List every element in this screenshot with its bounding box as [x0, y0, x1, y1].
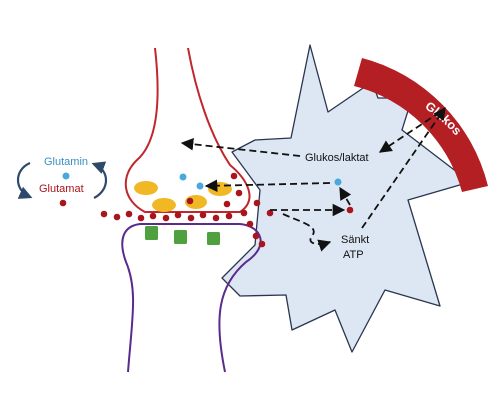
glutamate-dot: [252, 232, 260, 240]
glutamate-dot: [225, 212, 233, 220]
arrow-glutamine-to-neuron: [204, 179, 331, 193]
synaptic-vesicle: [134, 181, 158, 195]
synaptic-vesicle: [208, 182, 232, 196]
glutamate-dot: [125, 210, 133, 218]
glutamate-dot: [187, 214, 195, 222]
astrocyte-cell: [221, 44, 471, 353]
glutamate-dot: [186, 197, 194, 205]
cycle-arrow-right-icon: [91, 161, 108, 199]
blood-vessel: [354, 58, 488, 192]
glutamine-dot: [334, 178, 342, 186]
glucose-lactate-label: Glukos/laktat: [305, 152, 369, 164]
glutamate-cluster: [100, 172, 354, 248]
arrow-glutamate-to-glutamine: [339, 186, 352, 206]
glutamate-dot: [258, 240, 266, 248]
glutamate-dot: [246, 220, 254, 228]
glutamate-dot: [100, 210, 108, 218]
glutamine-dot: [179, 173, 187, 181]
glutamate-receptor: [174, 230, 187, 244]
presynaptic-terminal: [124, 47, 251, 213]
glutamate-dot: [253, 199, 261, 207]
glutamine-legend-dot: [62, 172, 70, 180]
arrow-to-lowered-atp: [282, 213, 332, 252]
glutamate-dot: [346, 206, 354, 214]
arrow-atp-to-vessel: [361, 106, 446, 229]
glutamate-dot: [235, 189, 243, 197]
glutamate-dot: [230, 172, 238, 180]
arrow-vessel-to-glucose-lactate: [378, 111, 441, 153]
synaptic-vesicle: [152, 198, 176, 212]
arrow-glucose-lactate-to-neuron: [180, 137, 301, 157]
glutamate-label: Glutamat: [39, 183, 84, 195]
glutamine-label: Glutamin: [44, 156, 88, 168]
cycle-arrow-left-icon: [16, 161, 33, 199]
glutamate-legend-dot: [59, 199, 67, 207]
glutamate-receptor: [207, 232, 220, 245]
glutamate-dot: [174, 211, 182, 219]
glutamate-dot: [162, 214, 170, 222]
postsynaptic-dendrite: [121, 223, 262, 373]
glutamate-dot: [266, 209, 274, 217]
glutamate-receptor: [145, 226, 158, 240]
glutamate-dot: [137, 214, 145, 222]
glutamate-dot: [240, 209, 248, 217]
glutamate-dot: [113, 213, 121, 221]
glutamate-dot: [212, 214, 220, 222]
lowered-atp-label-line2: ATP: [343, 249, 364, 261]
glutamate-dot: [223, 200, 231, 208]
dashed-arrows: [180, 106, 446, 252]
glutamate-dot: [199, 211, 207, 219]
lowered-atp-label-line1: Sänkt: [341, 234, 369, 246]
glutamine-dot: [196, 182, 204, 190]
glutamine-glutamate-cycle: Glutamin Glutamat: [16, 156, 108, 207]
glutamate-dot: [149, 212, 157, 220]
